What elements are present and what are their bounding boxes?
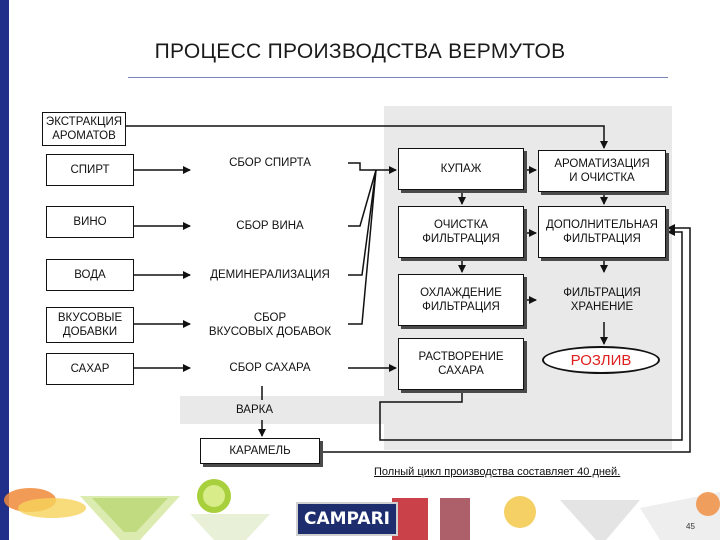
- edge-spirit-blending: [348, 162, 397, 174]
- edge-extraction-aromatization: [126, 125, 608, 149]
- node-collect-sugar: СБОР САХАРА: [192, 352, 348, 384]
- node-extraction: ЭКСТРАКЦИЯ АРОМАТОВ: [42, 112, 126, 146]
- node-water: ВОДА: [46, 259, 134, 291]
- node-wine: ВИНО: [46, 206, 134, 238]
- title-divider: [128, 77, 668, 78]
- footer-decoration: [4, 479, 720, 540]
- boiling-panel: [180, 396, 390, 424]
- node-boiling: ВАРКА: [236, 404, 273, 416]
- node-aromatization: АРОМАТИЗАЦИЯ И ОЧИСТКА: [538, 150, 666, 192]
- edge-wine-blending: [348, 169, 377, 227]
- node-caramel: КАРАМЕЛЬ: [200, 438, 320, 464]
- node-collect-wine: СБОР ВИНА: [192, 210, 348, 242]
- node-flavor-additives: ВКУСОВЫЕ ДОБАВКИ: [46, 307, 134, 343]
- page-title: ПРОЦЕСС ПРОИЗВОДСТВА ВЕРМУТОВ: [154, 40, 566, 63]
- node-sugar: САХАР: [46, 353, 134, 385]
- node-filtration-storage: ФИЛЬТРАЦИЯ ХРАНЕНИЕ: [563, 287, 641, 313]
- node-demineralization: ДЕМИНЕРАЛИЗАЦИЯ: [192, 259, 348, 291]
- edge-demineral-blending: [348, 169, 377, 276]
- node-bottling: РОЗЛИВ: [542, 346, 660, 374]
- brand-logo: CAMPARI: [296, 502, 398, 536]
- node-collect-flavor: СБОР ВКУСОВЫХ ДОБАВОК: [192, 306, 348, 344]
- edge-caramel-loop: [320, 224, 691, 453]
- node-cleaning-filtration: ОЧИСТКА ФИЛЬТРАЦИЯ: [398, 206, 524, 258]
- node-cooling-filtration: ОХЛАЖДЕНИЕ ФИЛЬТРАЦИЯ: [398, 274, 524, 326]
- page-number: 45: [686, 522, 695, 531]
- node-spirit: СПИРТ: [46, 154, 134, 186]
- node-extra-filtration: ДОПОЛНИТЕЛЬНАЯ ФИЛЬТРАЦИЯ: [538, 206, 666, 258]
- edge-flavor-blending: [348, 169, 377, 325]
- left-accent-bar: [0, 0, 9, 540]
- edge-dissolving-loop: [379, 228, 683, 441]
- node-collect-spirit: СБОР СПИРТА: [192, 148, 348, 178]
- node-sugar-dissolving: РАСТВОРЕНИЕ САХАРА: [398, 338, 524, 390]
- node-blending: КУПАЖ: [398, 148, 524, 190]
- cycle-duration-note: Полный цикл производства составляет 40 д…: [374, 466, 621, 478]
